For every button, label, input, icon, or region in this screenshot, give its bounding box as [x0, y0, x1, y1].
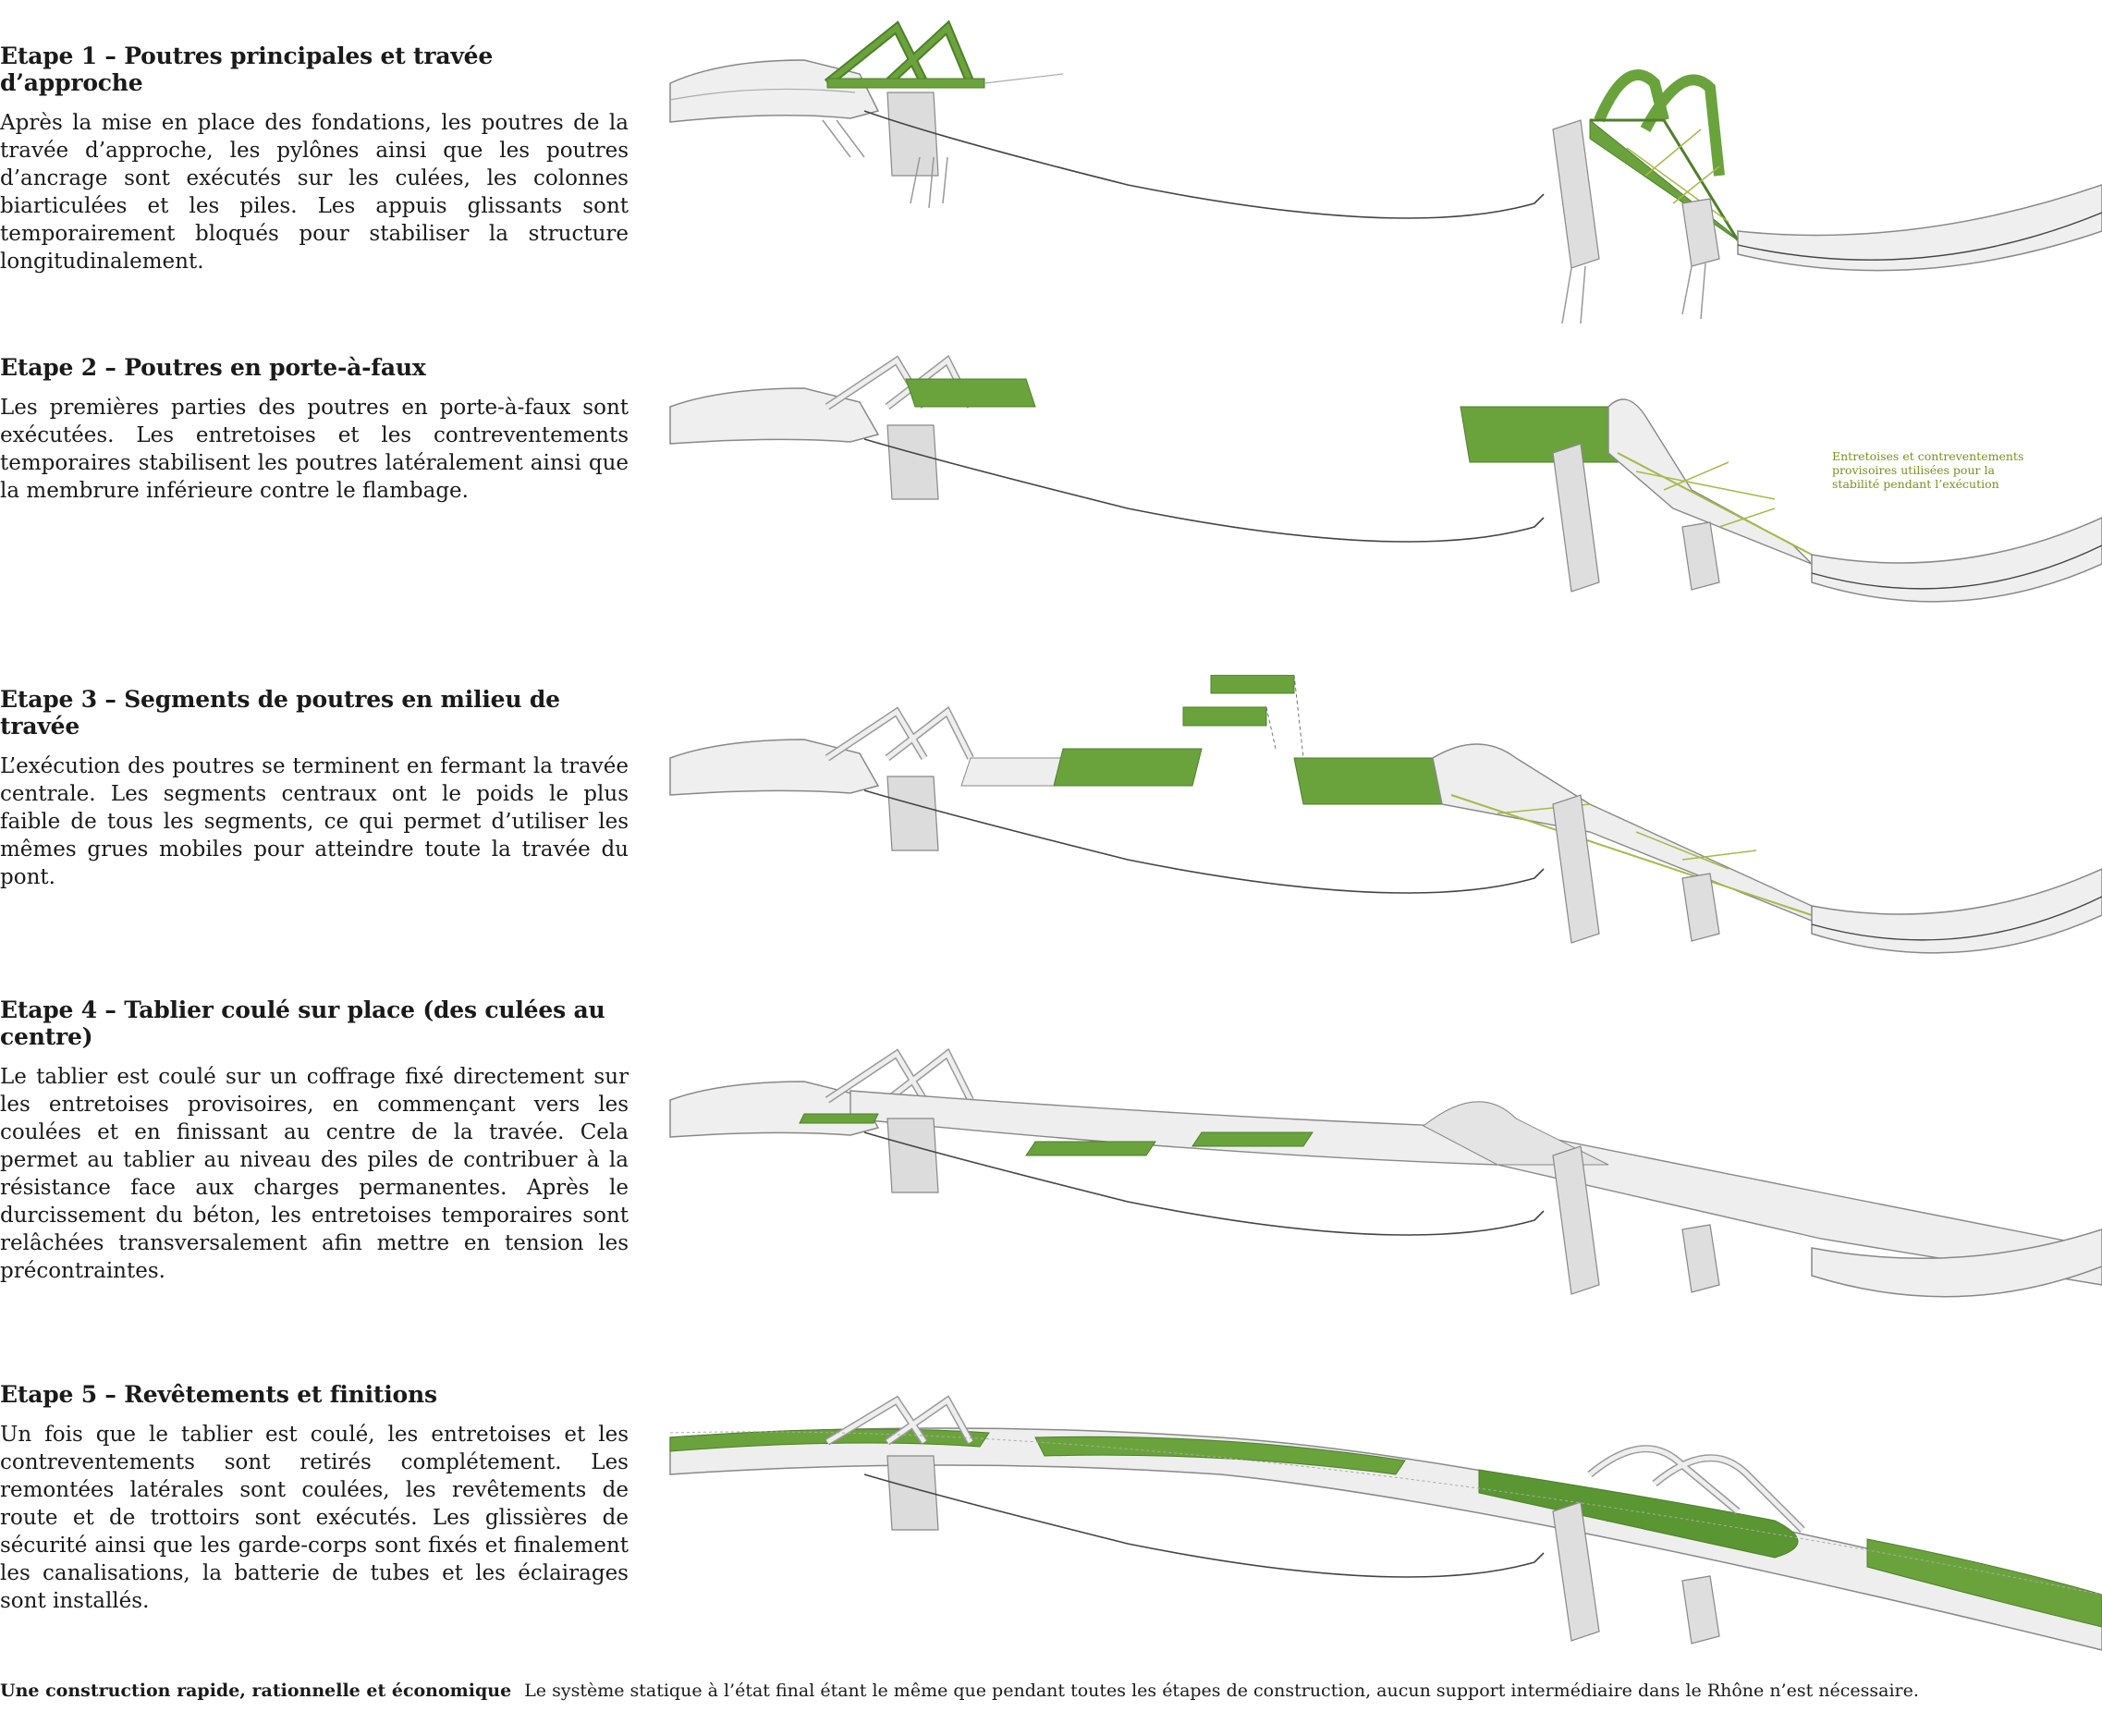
- step-4: Etape 4 – Tablier coulé sur place (des c…: [0, 996, 629, 1285]
- step-5-text: Un fois que le tablier est coulé, les en…: [0, 1423, 629, 1613]
- footer-text: Le système statique à l’état final étant…: [524, 1681, 1919, 1701]
- step-1: Etape 1 – Poutres principales et travée …: [0, 43, 629, 275]
- step-4-text: Le tablier est coulé sur un coffrage fix…: [0, 1065, 629, 1283]
- footer-title: Une construction rapide, rationnelle et …: [0, 1681, 512, 1701]
- step-2: Etape 2 – Poutres en porte-à-faux Les pr…: [0, 354, 629, 505]
- step-1-title: Etape 1 – Poutres principales et travée …: [0, 43, 494, 96]
- footer: Une construction rapide, rationnelle et …: [0, 1681, 2102, 1701]
- step-3-text: L’exécution des poutres se terminent en …: [0, 754, 629, 889]
- step-3-diagram: [666, 675, 2102, 1008]
- step-3: Etape 3 – Segments de poutres en milieu …: [0, 686, 629, 891]
- step-5: Etape 5 – Revêtements et finitions Un fo…: [0, 1381, 629, 1615]
- step-4-diagram: [666, 1026, 2102, 1350]
- step-1-text: Après la mise en place des fondations, l…: [0, 111, 629, 274]
- step-5-diagram: [666, 1382, 2102, 1678]
- annotation-temporary-bracing: Entretoises et contreventements provisoi…: [1832, 449, 2024, 491]
- step-2-diagram: [666, 351, 2102, 666]
- step-2-title: Etape 2 – Poutres en porte-à-faux: [0, 354, 426, 381]
- step-4-title: Etape 4 – Tablier coulé sur place (des c…: [0, 996, 605, 1050]
- step-1-diagram: [666, 18, 2102, 337]
- step-3-title: Etape 3 – Segments de poutres en milieu …: [0, 686, 560, 740]
- step-5-title: Etape 5 – Revêtements et finitions: [0, 1381, 437, 1408]
- step-2-text: Les premières parties des poutres en por…: [0, 396, 629, 503]
